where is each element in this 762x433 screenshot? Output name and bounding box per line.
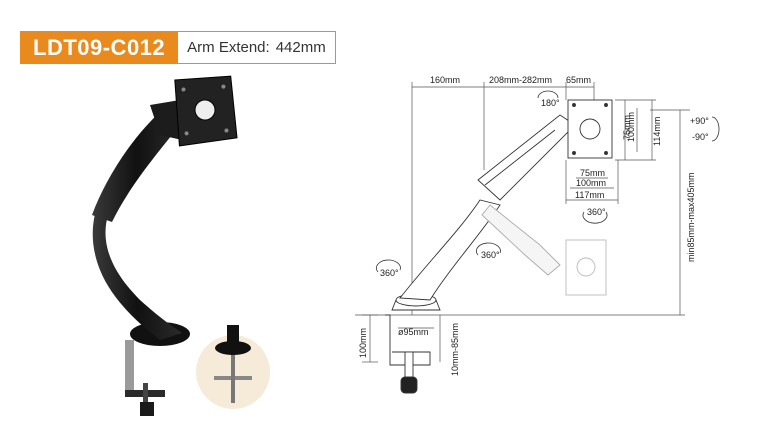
tilt-down: -90° [692,132,709,142]
arm-drawing [385,99,613,394]
clamp-bar [125,340,134,395]
dim-100-horizontal: 100mm [576,178,606,188]
arm-extend-label: Arm Extend: [187,39,270,56]
grommet-diameter: ø95mm [398,327,429,337]
dim-75-vertical: 75mm [622,115,632,140]
desk-thickness: 10mm-85mm [450,323,460,376]
dim-117: 117mm [575,190,604,200]
rotation-360-arm: 360° [481,250,500,260]
dimension-lines [355,82,690,363]
rotation-markers: 180° 360° 360° 360° +90° -90° [376,90,720,278]
dim-65: 65mm [566,75,591,85]
rotation-360-pivot: 360° [587,207,606,217]
rotate-arrow-icon [537,90,559,99]
tilt-arrow-icon [711,116,720,142]
rotation-180: 180° [541,98,560,108]
dim-160: 160mm [430,75,460,85]
gas-spring-arm [92,108,180,222]
clamp-height: 100mm [358,328,368,358]
vesa-plate [174,75,238,147]
rotate-arrow-icon [582,211,608,224]
rotate-arrow-icon [376,259,401,273]
rotate-arrow-icon [476,242,501,256]
dim-75-horizontal: 75mm [580,168,605,178]
dim-100-vertical: 100mm [626,112,636,142]
dim-114: 114mm [652,117,662,146]
dim-208-282: 208mm-282mm [489,75,552,85]
model-badge: LDT09-C012 Arm Extend: 442mm [20,31,336,64]
tilt-up: +90° [690,116,709,126]
clamp-knob [140,402,154,416]
height-range: min85mm-max405mm [686,172,696,262]
arm-extend-spec: Arm Extend: 442mm [178,31,336,64]
model-name: LDT09-C012 [20,31,179,64]
rotation-360-base: 360° [380,268,399,278]
arm-extend-value: 442mm [275,39,326,56]
product-photo [92,75,270,416]
lower-arm [92,210,182,340]
